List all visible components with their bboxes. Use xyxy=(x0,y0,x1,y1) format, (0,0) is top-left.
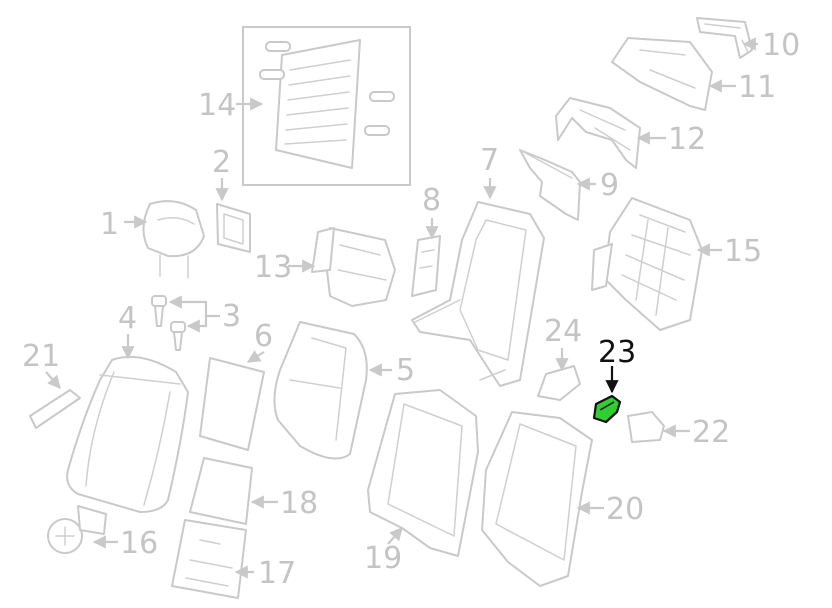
callout-15: 15 xyxy=(724,234,762,269)
callout-5: 5 xyxy=(396,353,415,388)
part-5-backrest-cushion xyxy=(273,321,368,460)
part-24-bracket xyxy=(537,365,581,401)
callout-18: 18 xyxy=(280,486,318,521)
part-20-shell xyxy=(481,411,593,587)
part-23-highlighted xyxy=(592,394,622,424)
part-22-connector xyxy=(627,411,665,443)
part-4-cushion-cover xyxy=(66,355,189,513)
leader-lines xyxy=(45,37,758,579)
callout-3: 3 xyxy=(222,299,241,334)
callout-11: 11 xyxy=(738,70,776,105)
part-18-pad xyxy=(189,457,253,525)
part-10-bracket xyxy=(696,17,753,59)
part-1-headrest xyxy=(142,200,205,279)
callout-labels: 1 2 3 4 5 6 7 8 9 10 11 12 13 14 15 16 1… xyxy=(22,28,800,591)
callout-13: 13 xyxy=(254,250,292,285)
part-9-lever xyxy=(519,149,581,221)
callout-1: 1 xyxy=(100,207,119,242)
part-2-frame xyxy=(216,203,251,253)
callout-23: 23 xyxy=(598,335,636,370)
callout-6: 6 xyxy=(254,319,273,354)
part-12-frame-bracket xyxy=(555,97,641,169)
part-7-seatback-frame xyxy=(411,201,545,387)
callout-9: 9 xyxy=(600,168,619,203)
part-11-rear-panel xyxy=(611,37,713,111)
part-17-mat xyxy=(171,519,247,599)
callout-14: 14 xyxy=(198,88,236,123)
callout-4: 4 xyxy=(118,301,137,336)
part-14-spring-panel xyxy=(242,26,411,186)
callout-12: 12 xyxy=(668,122,706,157)
callout-10: 10 xyxy=(762,28,800,63)
callout-7: 7 xyxy=(480,143,499,178)
callout-2: 2 xyxy=(212,145,231,180)
part-6-pad xyxy=(199,357,265,451)
callout-8: 8 xyxy=(422,183,441,218)
callout-24: 24 xyxy=(544,314,582,349)
callout-16: 16 xyxy=(120,526,158,561)
part-15-lumbar-unit xyxy=(591,197,703,331)
callout-22: 22 xyxy=(692,415,730,450)
part-19-shell xyxy=(367,389,479,557)
callout-17: 17 xyxy=(258,556,296,591)
callout-20: 20 xyxy=(606,492,644,527)
callout-21: 21 xyxy=(22,339,60,374)
part-21-trim xyxy=(29,389,81,429)
part-13-side-module xyxy=(311,227,396,307)
callout-19: 19 xyxy=(364,541,402,576)
part-3-guide-sleeves xyxy=(151,295,186,351)
part-16-motor xyxy=(47,505,107,554)
part-8-bracket xyxy=(411,235,441,297)
